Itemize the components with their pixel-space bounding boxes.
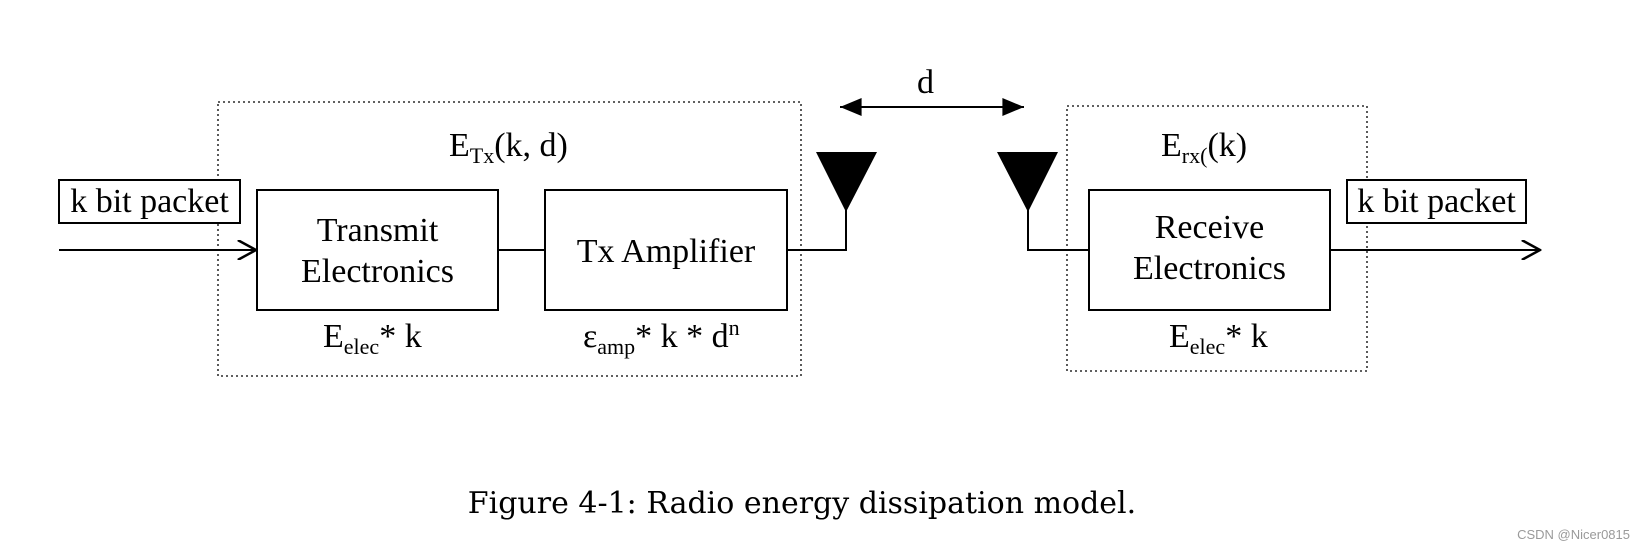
receive-electronics-label: Receive Electronics xyxy=(1133,209,1286,287)
input-packet-box xyxy=(58,179,241,224)
transmit-electronics-box xyxy=(256,189,499,311)
output-packet-label: k bit packet xyxy=(1357,183,1516,220)
output-packet-box xyxy=(1346,179,1527,224)
transmit-electronics-label: Transmit Electronics xyxy=(301,212,454,290)
tx-amplifier-cost: εamp* k * dn xyxy=(583,315,740,359)
amplifier-to-antenna-line xyxy=(787,210,847,251)
tx-energy-label: ETx(k, d) xyxy=(449,127,568,168)
distance-label: d xyxy=(917,64,934,101)
receiver-group-outline xyxy=(1066,105,1368,372)
figure-caption: Figure 4-1: Radio energy dissipation mod… xyxy=(467,486,1137,521)
transmit-antenna-icon xyxy=(816,152,877,212)
input-packet-label: k bit packet xyxy=(70,183,229,220)
transmitter-group-outline xyxy=(217,101,802,377)
antenna-to-receiver-line xyxy=(1027,210,1089,251)
rx-energy-label: Erx((k) xyxy=(1161,127,1248,168)
watermark: CSDN @Nicer0815 xyxy=(1517,527,1630,542)
tx-electronics-cost: Eelec* k xyxy=(323,318,422,359)
receive-antenna-icon xyxy=(997,152,1058,212)
tx-amplifier-label: Tx Amplifier xyxy=(576,233,756,270)
rx-electronics-cost: Eelec* k xyxy=(1169,318,1268,359)
